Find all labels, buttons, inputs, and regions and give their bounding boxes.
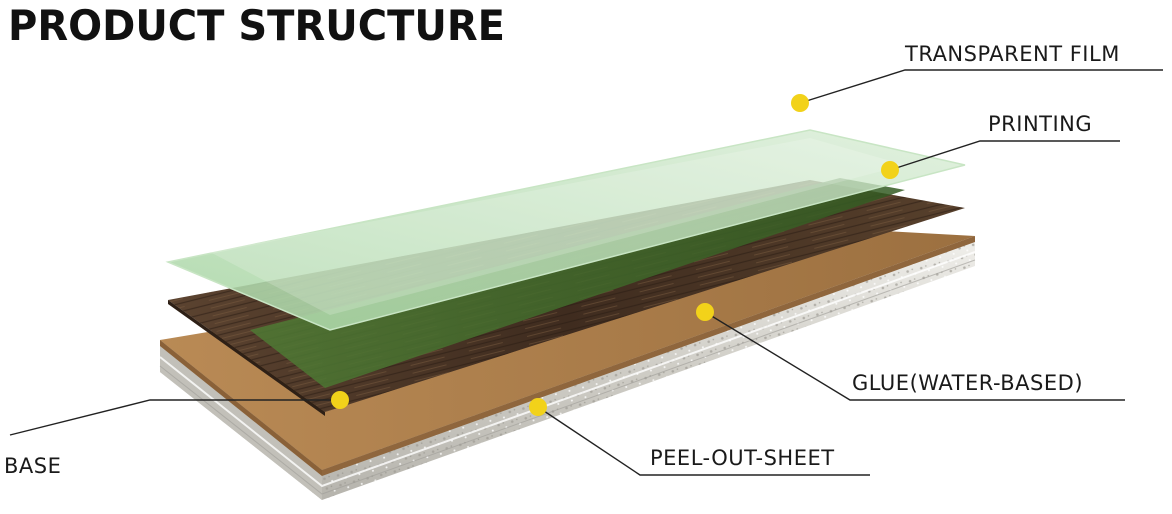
marker-base: [331, 391, 349, 409]
marker-printing: [881, 161, 899, 179]
label-printing: PRINTING: [988, 112, 1093, 136]
leader-line-transparent-film: [799, 69, 1163, 104]
label-transparent-film: TRANSPARENT FILM: [905, 42, 1120, 66]
markers: [331, 94, 899, 416]
marker-peel-out-sheet: [529, 398, 547, 416]
leader-line-peel-out-sheet: [537, 406, 870, 476]
printing-layer: [168, 178, 965, 416]
transparent-film-layer: [165, 129, 966, 331]
marker-transparent-film: [791, 94, 809, 112]
label-base: BASE: [4, 454, 62, 478]
page-title: PRODUCT STRUCTURE: [8, 2, 505, 51]
marker-glue: [696, 303, 714, 321]
glue-layer: [160, 228, 975, 476]
leader-line-printing: [889, 140, 1120, 171]
label-glue: GLUE(WATER-BASED): [852, 371, 1084, 395]
leader-lines: [9, 69, 1163, 476]
leader-line-glue: [704, 311, 1125, 401]
label-peel-out-sheet: PEEL-OUT-SHEET: [650, 446, 835, 470]
leader-line-base: [9, 399, 340, 436]
